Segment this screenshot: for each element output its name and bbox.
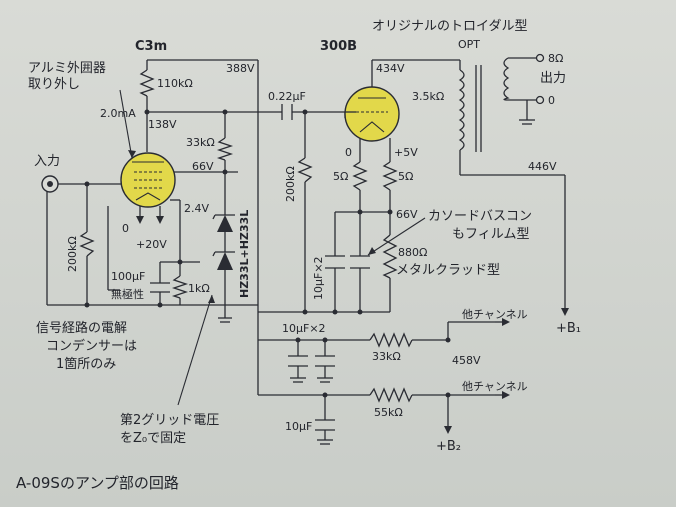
label-c-10u: 10μF bbox=[285, 420, 312, 433]
note-grid2-2: をZ₀で固定 bbox=[120, 431, 186, 446]
label-v-66-k: 66V bbox=[396, 208, 418, 221]
capacitor-10u-cathode-a bbox=[325, 255, 345, 269]
label-cathode-cap-1: カソードバスコン bbox=[428, 209, 532, 224]
pointer-lines bbox=[119, 89, 569, 434]
label-r-5-b: 5Ω bbox=[398, 170, 413, 183]
label-r-55k: 55kΩ bbox=[374, 406, 403, 419]
label-r-200k-grid: 200kΩ bbox=[284, 166, 297, 202]
label-c-100u: 100μF bbox=[111, 270, 145, 283]
input-jack bbox=[41, 175, 59, 193]
label-v-446: 446V bbox=[528, 160, 557, 173]
resistor-5-a bbox=[352, 161, 368, 191]
resistor-5-b bbox=[382, 161, 398, 191]
label-v-20: +20V bbox=[136, 238, 167, 251]
label-r-1k: 1kΩ bbox=[188, 282, 210, 295]
tube-c3m-symbol bbox=[120, 152, 176, 208]
label-b1: +B₁ bbox=[556, 321, 581, 336]
label-v-388: 388V bbox=[226, 62, 255, 75]
label-c-10u-x2-v: 10μF×2 bbox=[312, 256, 325, 300]
capacitors bbox=[150, 104, 370, 431]
junction-dots bbox=[84, 109, 451, 398]
label-metal-clad: メタルクラッド型 bbox=[396, 263, 500, 278]
labels: C3m 300B アルミ外囲器 取り外し 110kΩ 388V 2.0mA 13… bbox=[16, 19, 581, 492]
resistor-1k bbox=[171, 275, 189, 299]
label-v-5: +5V bbox=[394, 146, 418, 159]
label-other-ch-2: 他チャンネル bbox=[462, 380, 528, 393]
label-input: 入力 bbox=[34, 154, 60, 169]
zener-diodes bbox=[212, 214, 235, 270]
label-toroidal: オリジナルのトロイダル型 bbox=[372, 19, 527, 34]
label-nonpolar: 無極性 bbox=[111, 287, 144, 301]
label-v-0-c3m: 0 bbox=[122, 222, 129, 235]
label-c-10u-x2-h: 10μF×2 bbox=[282, 322, 326, 335]
tube-300b-label: 300B bbox=[320, 39, 357, 54]
note-signal-1: 信号経路の電解 bbox=[36, 320, 127, 336]
label-zener: HZ33L+HZ33L bbox=[238, 210, 251, 298]
label-aluminum-shield-1: アルミ外囲器 bbox=[28, 61, 106, 76]
label-r-3-5k: 3.5kΩ bbox=[412, 90, 444, 103]
figure-caption: A-09Sのアンプ部の回路 bbox=[16, 474, 179, 492]
label-v-434: 434V bbox=[376, 62, 405, 75]
label-v-0-300b: 0 bbox=[345, 146, 352, 159]
note-signal-2: コンデンサーは bbox=[46, 338, 137, 354]
label-r-880: 880Ω bbox=[398, 246, 427, 259]
label-b2: +B₂ bbox=[436, 439, 461, 454]
label-aluminum-shield-2: 取り外し bbox=[28, 77, 80, 92]
resistor-33k-g2 bbox=[216, 137, 234, 161]
resistor-55k bbox=[369, 387, 413, 403]
tube-c3m-label: C3m bbox=[135, 39, 167, 54]
label-cathode-cap-2: もフィルム型 bbox=[452, 227, 529, 242]
label-r-200k-in: 200kΩ bbox=[66, 236, 79, 272]
label-i-2ma: 2.0mA bbox=[100, 107, 136, 120]
label-c-022u: 0.22μF bbox=[268, 90, 306, 103]
resistor-33k-b bbox=[369, 332, 413, 348]
output-transformer bbox=[458, 53, 545, 152]
resistor-110k bbox=[139, 69, 155, 97]
capacitor-10u-filter-b bbox=[315, 355, 335, 367]
note-grid2-1: 第2グリッド電圧 bbox=[120, 413, 219, 428]
capacitor-100u bbox=[150, 282, 170, 293]
note-signal-3: 1箇所のみ bbox=[56, 356, 116, 372]
label-v-66-g2: 66V bbox=[192, 160, 214, 173]
label-v-458: 458V bbox=[452, 354, 481, 367]
resistor-880 bbox=[382, 234, 398, 279]
label-output: 出力 bbox=[540, 71, 566, 86]
label-v-0-out: 0 bbox=[548, 94, 555, 107]
label-v-138: 138V bbox=[148, 118, 177, 131]
label-r-5-a: 5Ω bbox=[333, 170, 348, 183]
label-other-ch-1: 他チャンネル bbox=[462, 308, 528, 321]
resistor-200k-grid bbox=[297, 157, 313, 183]
capacitor-10u-b2 bbox=[315, 419, 335, 431]
capacitor-10u-cathode-b bbox=[350, 255, 370, 269]
label-ohm-8: 8Ω bbox=[548, 52, 563, 65]
label-r-110k: 110kΩ bbox=[157, 77, 193, 90]
label-r-33k-g2: 33kΩ bbox=[186, 136, 215, 149]
label-v-2-4: 2.4V bbox=[184, 202, 209, 215]
capacitor-022u bbox=[281, 104, 293, 120]
capacitor-10u-filter-a bbox=[288, 355, 308, 367]
label-opt: OPT bbox=[458, 38, 480, 51]
tube-300b-symbol bbox=[344, 86, 400, 142]
resistor-200k-in bbox=[79, 231, 95, 257]
label-r-33k-b: 33kΩ bbox=[372, 350, 401, 363]
